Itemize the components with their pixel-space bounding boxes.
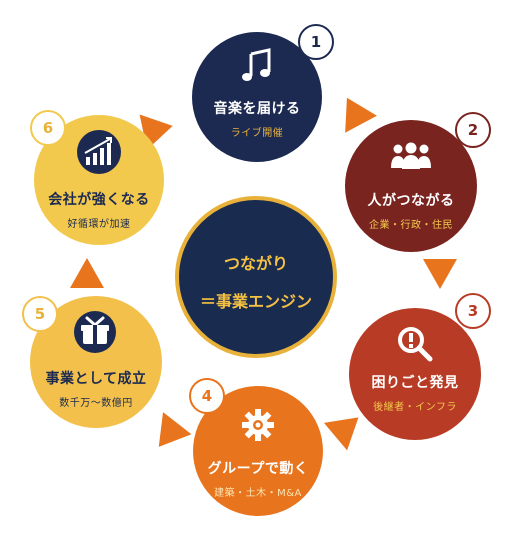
step-1-circle: 音楽を届ける ライブ開催 xyxy=(192,32,322,162)
step-6-subtitle: 好循環が加速 xyxy=(67,219,131,230)
step-2-number-badge: 2 xyxy=(455,112,491,148)
step-1-number-badge: 1 xyxy=(298,24,334,60)
step-2-title: 人がつながる xyxy=(367,193,455,209)
arrow-2-to-3 xyxy=(423,259,457,289)
step-3-number-badge: 3 xyxy=(455,293,491,329)
gear-icon xyxy=(241,408,275,446)
step-5-number-badge: 5 xyxy=(22,296,58,332)
arrow-1-to-2 xyxy=(331,89,377,133)
step-5-title: 事業として成立 xyxy=(45,371,147,387)
music-note-icon xyxy=(239,48,275,88)
step-2-subtitle: 企業・行政・住民 xyxy=(369,220,453,231)
arrow-5-to-6 xyxy=(70,258,104,288)
people-group-icon xyxy=(390,142,432,174)
step-3-circle: 困りごと発見 後継者・インフラ xyxy=(349,308,481,440)
arrow-4-to-5 xyxy=(144,412,192,458)
center-line-2: ＝事業エンジン xyxy=(199,292,312,311)
step-1-title: 音楽を届ける xyxy=(213,101,301,117)
step-1-subtitle: ライブ開催 xyxy=(230,128,284,139)
center-line-1: つながり xyxy=(223,254,288,273)
step-4-title: グループで動く xyxy=(207,461,309,477)
step-3-title: 困りごと発見 xyxy=(371,375,459,391)
magnifier-icon xyxy=(397,326,433,366)
step-6-title: 会社が強くなる xyxy=(48,192,150,208)
step-2-circle: 人がつながる 企業・行政・住民 xyxy=(345,120,477,252)
step-5-subtitle: 数千万〜数億円 xyxy=(59,398,133,409)
gift-box-icon xyxy=(72,310,118,358)
growth-chart-icon xyxy=(76,129,122,179)
step-6-number-badge: 6 xyxy=(30,110,66,146)
center-engine-circle: つながり ＝事業エンジン xyxy=(175,196,337,358)
step-4-subtitle: 建築・土木・M&A xyxy=(214,488,302,499)
step-4-number-badge: 4 xyxy=(189,378,225,414)
step-3-subtitle: 後継者・インフラ xyxy=(373,402,457,413)
